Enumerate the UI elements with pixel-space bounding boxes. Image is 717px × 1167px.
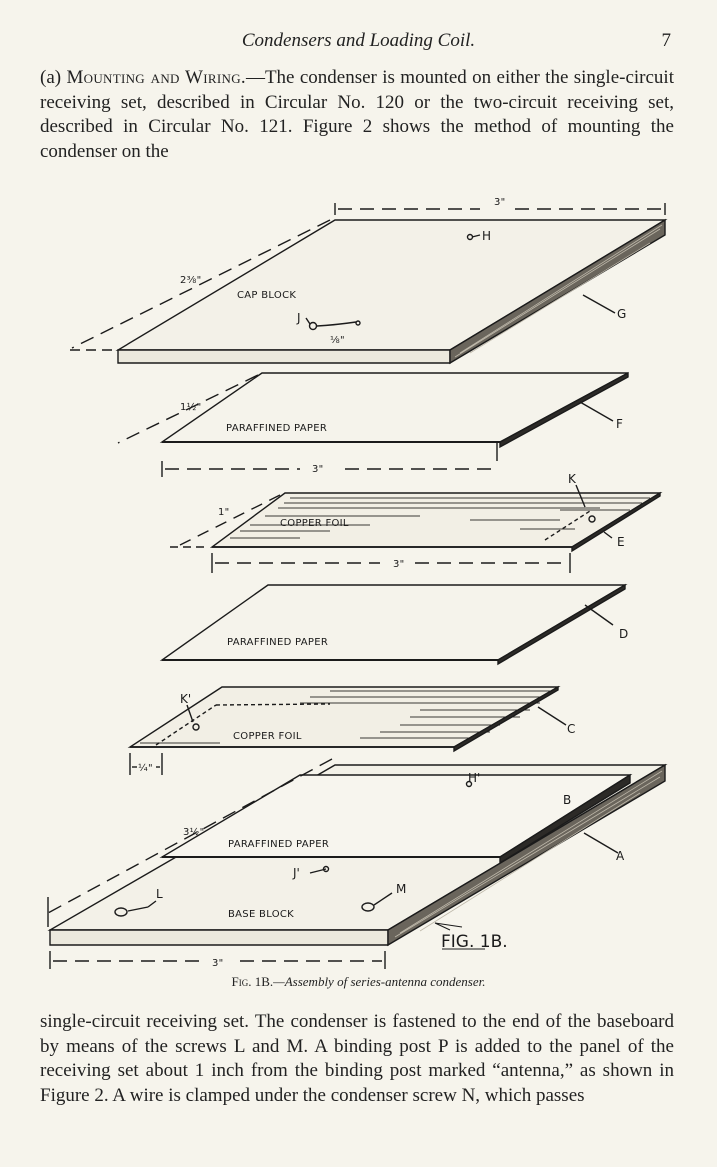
- label-g: G: [617, 307, 626, 321]
- paragraph-bottom: single-circuit receiving set. The conden…: [40, 1011, 674, 1106]
- copper-foil-lower: [127, 685, 561, 753]
- dim-foil-margin: [170, 494, 281, 548]
- figure-caption: Fig. 1B.—Assembly of series-antenna cond…: [0, 974, 717, 990]
- caption-text: —Assembly of series-antenna condenser.: [273, 974, 486, 989]
- copper-foil-upper: [209, 491, 663, 553]
- screw-m: [361, 892, 393, 912]
- dim-base-width-label: 3": [212, 958, 224, 969]
- screw-j-prime: [309, 865, 330, 874]
- leader-d: [584, 604, 614, 626]
- screw-j: [305, 317, 361, 331]
- cap-block: [115, 218, 668, 365]
- dim-paper-width: [161, 443, 498, 477]
- figure-assembly: 3" 2⅜" CAP BLOCK H J ⅛" G 1½" PARAFFINED…: [0, 185, 717, 985]
- label-k-prime: K': [180, 692, 191, 706]
- running-title: Condensers and Loading Coil.: [241, 30, 476, 51]
- dim-top-label: 3": [494, 197, 506, 208]
- section-number: (a): [40, 67, 62, 88]
- screw-l: [114, 900, 157, 917]
- label-d: D: [619, 627, 628, 641]
- hole-h-prime: [465, 780, 473, 788]
- dim-paper-depth: [117, 374, 259, 444]
- fig-mark-hatch: [434, 922, 463, 931]
- label-a: A: [616, 849, 625, 863]
- fig-mark: FIG. 1B.: [441, 932, 508, 952]
- hole-k: [575, 484, 596, 523]
- label-h: H: [482, 229, 491, 243]
- label-k: K: [568, 472, 577, 486]
- figure-drawing: 3" 2⅜" CAP BLOCK H J ⅛" G 1½" PARAFFINED…: [47, 197, 668, 969]
- hole-k-prime: [186, 704, 200, 731]
- dim-cap-depth: [70, 219, 331, 351]
- copper-foil-upper-label: COPPER FOIL: [280, 518, 349, 529]
- label-b: B: [563, 793, 571, 807]
- dim-base-depth: [47, 758, 333, 927]
- paragraph-top: (a) Mounting and Wiring.—The condenser i…: [40, 66, 674, 164]
- paper-base-label: PARAFFINED PAPER: [228, 839, 329, 850]
- label-h-prime: H': [468, 771, 480, 785]
- label-m: M: [396, 882, 406, 896]
- running-head: Condensers and Loading Coil. 7: [0, 28, 717, 56]
- paraffined-paper-upper: [159, 371, 629, 449]
- paraffined-paper-middle: [159, 583, 628, 666]
- leader-a: [583, 832, 619, 854]
- cap-block-label: CAP BLOCK: [237, 290, 296, 301]
- label-e: E: [617, 535, 625, 549]
- leader-c: [537, 706, 567, 726]
- base-block-label: BASE BLOCK: [228, 909, 294, 920]
- dim-foil-width-label: 3": [393, 559, 405, 570]
- leader-f: [579, 401, 614, 422]
- paraffined-paper-base: [159, 773, 633, 865]
- copper-foil-lower-label: COPPER FOIL: [233, 731, 302, 742]
- paragraph-top-text: —The condenser is mounted on either the …: [40, 67, 674, 162]
- label-j-prime: J': [292, 866, 300, 880]
- dim-top-3in: [334, 203, 666, 215]
- leader-e: [603, 531, 613, 539]
- page-number: 7: [661, 30, 672, 51]
- label-l: L: [156, 887, 163, 901]
- label-c: C: [567, 722, 575, 736]
- label-j: J: [296, 311, 301, 325]
- dim-paper-depth-label: 1½": [180, 401, 202, 413]
- dim-foil-width: [211, 553, 571, 573]
- section-heading: Mounting and Wiring.: [66, 67, 246, 88]
- caption-label: Fig. 1B.: [231, 974, 274, 989]
- label-f: F: [616, 417, 623, 431]
- dim-eighth-label: ⅛": [330, 335, 345, 346]
- paper-upper-label: PARAFFINED PAPER: [226, 423, 327, 434]
- leader-g: [582, 294, 616, 314]
- dim-foil-margin-label: 1": [218, 507, 230, 518]
- dim-base-width: [49, 951, 386, 969]
- dim-cap-depth-label: 2⅜": [180, 275, 202, 286]
- dim-paper-width-label: 3": [312, 464, 324, 475]
- paper-middle-label: PARAFFINED PAPER: [227, 637, 328, 648]
- dim-base-depth-label: 3½": [183, 826, 205, 838]
- dim-quarter-margin: [129, 753, 163, 775]
- dim-quarter-label: ¼": [138, 762, 153, 774]
